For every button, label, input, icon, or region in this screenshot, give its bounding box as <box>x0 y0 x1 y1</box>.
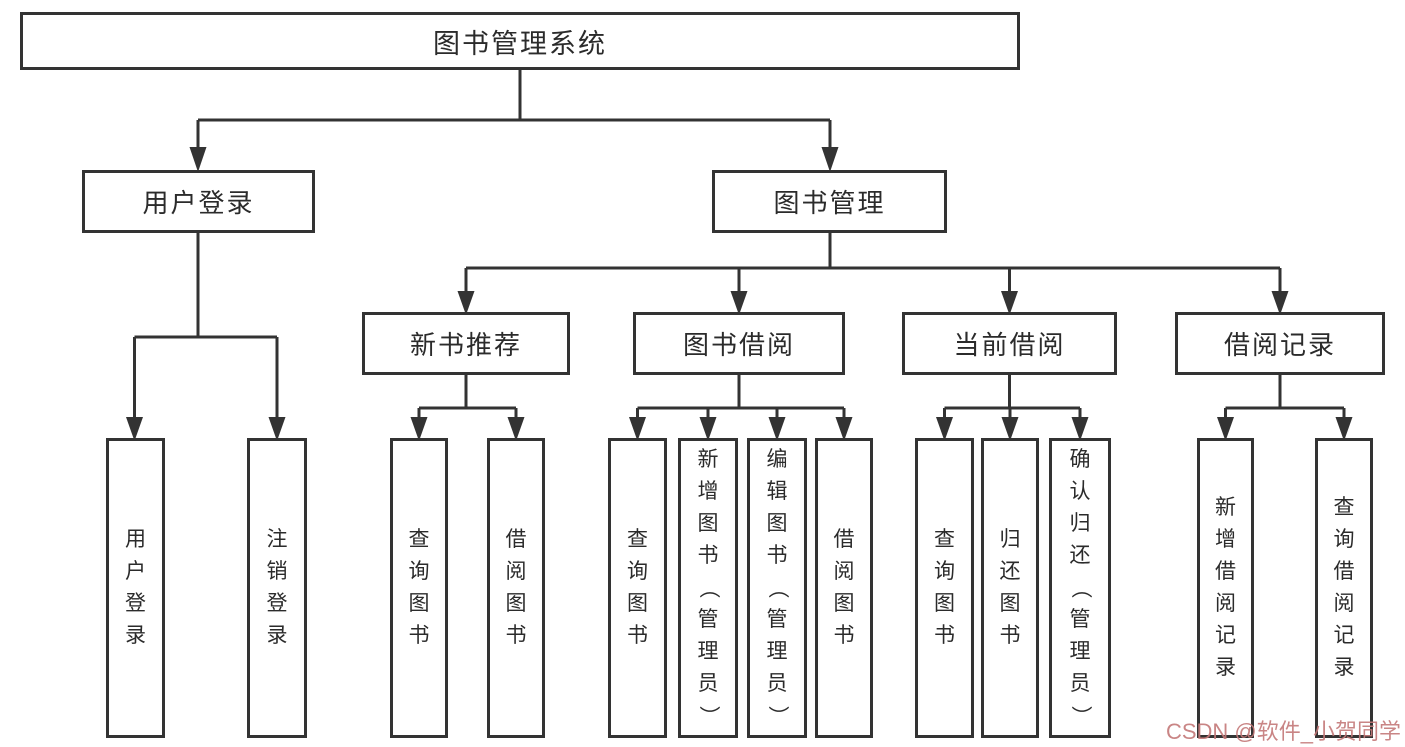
connector-borrow-record-to-children <box>1224 375 1346 418</box>
leaf-borrow-books: 借阅图书 <box>815 438 873 738</box>
arrow-down-icon <box>835 417 853 441</box>
node-book-management: 图书管理 <box>712 170 947 233</box>
connector-new-book-to-children <box>417 375 518 418</box>
leaf-add-borrow-record: 新增借阅记录 <box>1197 438 1254 738</box>
leaf-add-books-admin: 新增图书（管理员） <box>678 438 738 738</box>
arrow-down-icon <box>1335 417 1353 441</box>
arrow-down-icon <box>126 417 143 441</box>
connector-book-mgmt-to-level3 <box>464 233 1282 292</box>
node-borrowing-records: 借阅记录 <box>1175 312 1385 375</box>
arrow-down-icon <box>457 291 475 315</box>
arrow-down-icon <box>768 417 786 441</box>
node-user-login: 用户登录 <box>82 170 315 233</box>
leaf-logout: 注销登录 <box>247 438 307 738</box>
connector-user-login-to-children <box>133 233 279 418</box>
arrow-down-icon <box>699 417 717 441</box>
arrow-down-icon <box>1071 417 1089 441</box>
node-library-management-system: 图书管理系统 <box>20 12 1020 70</box>
leaf-return-books: 归还图书 <box>981 438 1039 738</box>
leaf-edit-books-admin: 编辑图书（管理员） <box>747 438 807 738</box>
leaf-confirm-return-admin: 确认归还（管理员） <box>1049 438 1111 738</box>
arrow-down-icon <box>629 417 646 441</box>
arrow-down-icon <box>410 417 428 441</box>
leaf-query-borrow-record: 查询借阅记录 <box>1315 438 1373 738</box>
csdn-watermark: CSDN @软件_小贺同学 <box>1165 719 1401 744</box>
arrow-down-icon <box>1217 417 1234 441</box>
arrow-down-icon <box>189 147 207 172</box>
leaf-borrow-books-recommend: 借阅图书 <box>487 438 545 738</box>
leaf-user-login: 用户登录 <box>106 438 165 738</box>
arrow-down-icon <box>507 417 525 441</box>
arrow-down-icon <box>1271 291 1289 315</box>
node-current-borrowing: 当前借阅 <box>902 312 1117 375</box>
node-book-borrowing: 图书借阅 <box>633 312 845 375</box>
connector-book-borrow-to-children <box>636 375 846 418</box>
node-new-book-recommendation: 新书推荐 <box>362 312 570 375</box>
leaf-query-books-current: 查询图书 <box>915 438 974 738</box>
arrow-down-icon <box>268 417 286 441</box>
arrow-down-icon <box>1001 291 1018 315</box>
connector-current-borrow-to-children <box>943 375 1082 418</box>
leaf-query-books-borrowing: 查询图书 <box>608 438 667 738</box>
arrow-down-icon <box>730 291 748 315</box>
connector-root-to-level2 <box>196 70 832 149</box>
leaf-query-books-recommend: 查询图书 <box>390 438 448 738</box>
arrowheads <box>126 147 1353 441</box>
arrow-down-icon <box>1001 417 1019 441</box>
arrow-down-icon <box>821 147 839 172</box>
arrow-down-icon <box>936 417 953 441</box>
